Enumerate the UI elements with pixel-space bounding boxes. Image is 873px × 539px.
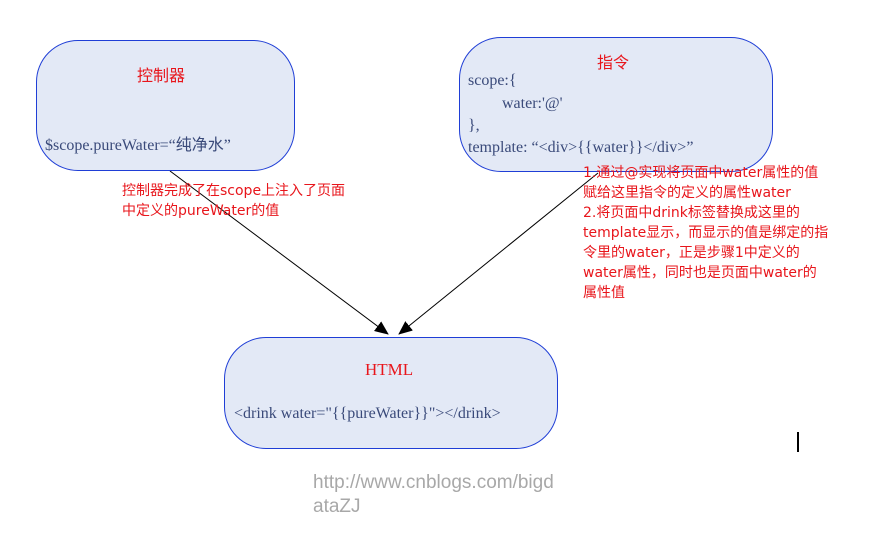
- directive-note-line-7: 属性值: [583, 285, 625, 301]
- html-title: HTML: [365, 360, 414, 379]
- directive-line-close: },: [468, 117, 480, 134]
- directive-note-line-3: 2.将页面中drink标签替换成这里的: [583, 205, 800, 221]
- directive-line-template: template: “<div>{{water}}</div>”: [468, 139, 694, 156]
- directive-note-line-6: water属性，同时也是页面中water的: [583, 265, 817, 281]
- html-code: <drink water="{{pureWater}}"></drink>: [234, 405, 501, 422]
- directive-note-line-1: 1.通过@实现将页面中water属性的值: [583, 165, 819, 181]
- watermark: http://www.cnblogs.com/bigd ataZJ: [313, 471, 554, 519]
- controller-note-line-1: 控制器完成了在scope上注入了页面: [122, 183, 346, 199]
- controller-note-line-2: 中定义的pureWater的值: [122, 203, 280, 219]
- html-node: HTML <drink water="{{pureWater}}"></drin…: [224, 337, 558, 449]
- controller-title: 控制器: [137, 66, 186, 85]
- directive-line-scope: scope:{: [468, 72, 517, 89]
- arrow-directive-to-html: [398, 172, 599, 335]
- controller-note: 控制器完成了在scope上注入了页面 中定义的pureWater的值: [122, 181, 345, 221]
- directive-line-water: water:'@': [502, 95, 563, 112]
- watermark-line-1: http://www.cnblogs.com/bigd: [313, 472, 554, 493]
- directive-note: 1.通过@实现将页面中water属性的值 赋给这里指令的定义的属性water 2…: [583, 163, 828, 303]
- directive-note-line-4: template显示，而显示的值是绑定的指: [583, 225, 829, 241]
- directive-title: 指令: [597, 53, 630, 72]
- arrow-controller-to-html: [169, 170, 389, 335]
- directive-note-line-2: 赋给这里指令的定义的属性water: [583, 185, 791, 201]
- controller-code: $scope.pureWater=“纯净水”: [45, 137, 231, 154]
- watermark-line-2: ataZJ: [313, 496, 361, 517]
- directive-note-line-5: 令里的water，正是步骤1中定义的: [583, 245, 800, 261]
- controller-node: 控制器 $scope.pureWater=“纯净水”: [36, 40, 295, 171]
- directive-node: 指令 scope:{ water:'@' }, template: “<div>…: [459, 37, 773, 172]
